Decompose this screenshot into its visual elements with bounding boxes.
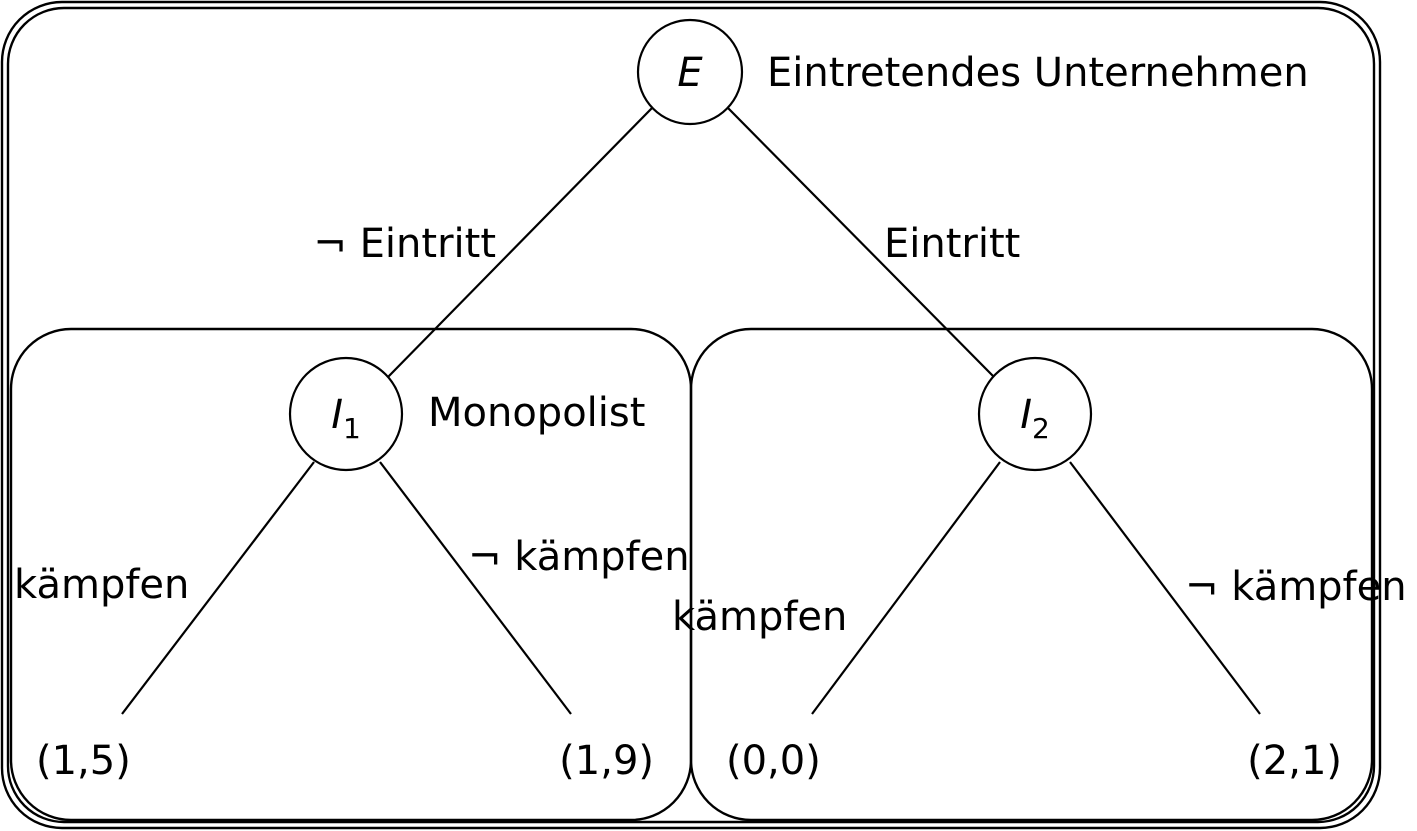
edge-i2-not-fight (1069, 461, 1261, 715)
outer-frame-inner (6, 6, 1376, 824)
node-entrant-circle (636, 18, 744, 126)
edge-i1-fight (121, 461, 315, 715)
node-entrant-symbol: E (677, 50, 703, 96)
node-entrant: E (636, 18, 744, 126)
node-incumbent-1-circle (288, 356, 404, 472)
node-incumbent-1-symbol: I (331, 392, 343, 438)
node-incumbent-1: I1 (288, 356, 404, 472)
payoff-leaf-1: (1,5) (36, 738, 131, 784)
edge-label-i2-not-fight: ¬ kämpfen (1185, 564, 1407, 610)
edge-label-i1-fight: kämpfen (14, 562, 189, 608)
edge-label-no-entry: ¬ Eintritt (313, 221, 496, 267)
node-incumbent-1-role: Monopolist (428, 390, 645, 436)
payoff-leaf-4: (2,1) (1247, 738, 1342, 784)
node-incumbent-2: I2 (977, 356, 1093, 472)
edge-label-i2-fight: kämpfen (672, 594, 847, 640)
node-incumbent-1-label: I1 (331, 392, 361, 445)
payoff-leaf-2: (1,9) (559, 738, 654, 784)
node-entrant-role: Eintretendes Unternehmen (767, 50, 1309, 96)
edge-i1-not-fight (379, 461, 572, 715)
edge-label-entry: Eintritt (884, 221, 1020, 267)
subgame-frame-right (689, 327, 1374, 822)
outer-frame (0, 0, 1382, 830)
edge-no-entry (387, 107, 653, 378)
node-incumbent-2-circle (977, 356, 1093, 472)
edge-entry (727, 107, 995, 378)
edge-label-i1-not-fight: ¬ kämpfen (468, 534, 690, 580)
node-incumbent-1-subscript: 1 (343, 412, 361, 445)
node-incumbent-2-label: I2 (1020, 392, 1050, 445)
payoff-leaf-3: (0,0) (726, 738, 821, 784)
edge-i2-fight (811, 461, 1001, 715)
node-incumbent-2-symbol: I (1020, 392, 1032, 438)
node-incumbent-2-subscript: 2 (1032, 412, 1050, 445)
